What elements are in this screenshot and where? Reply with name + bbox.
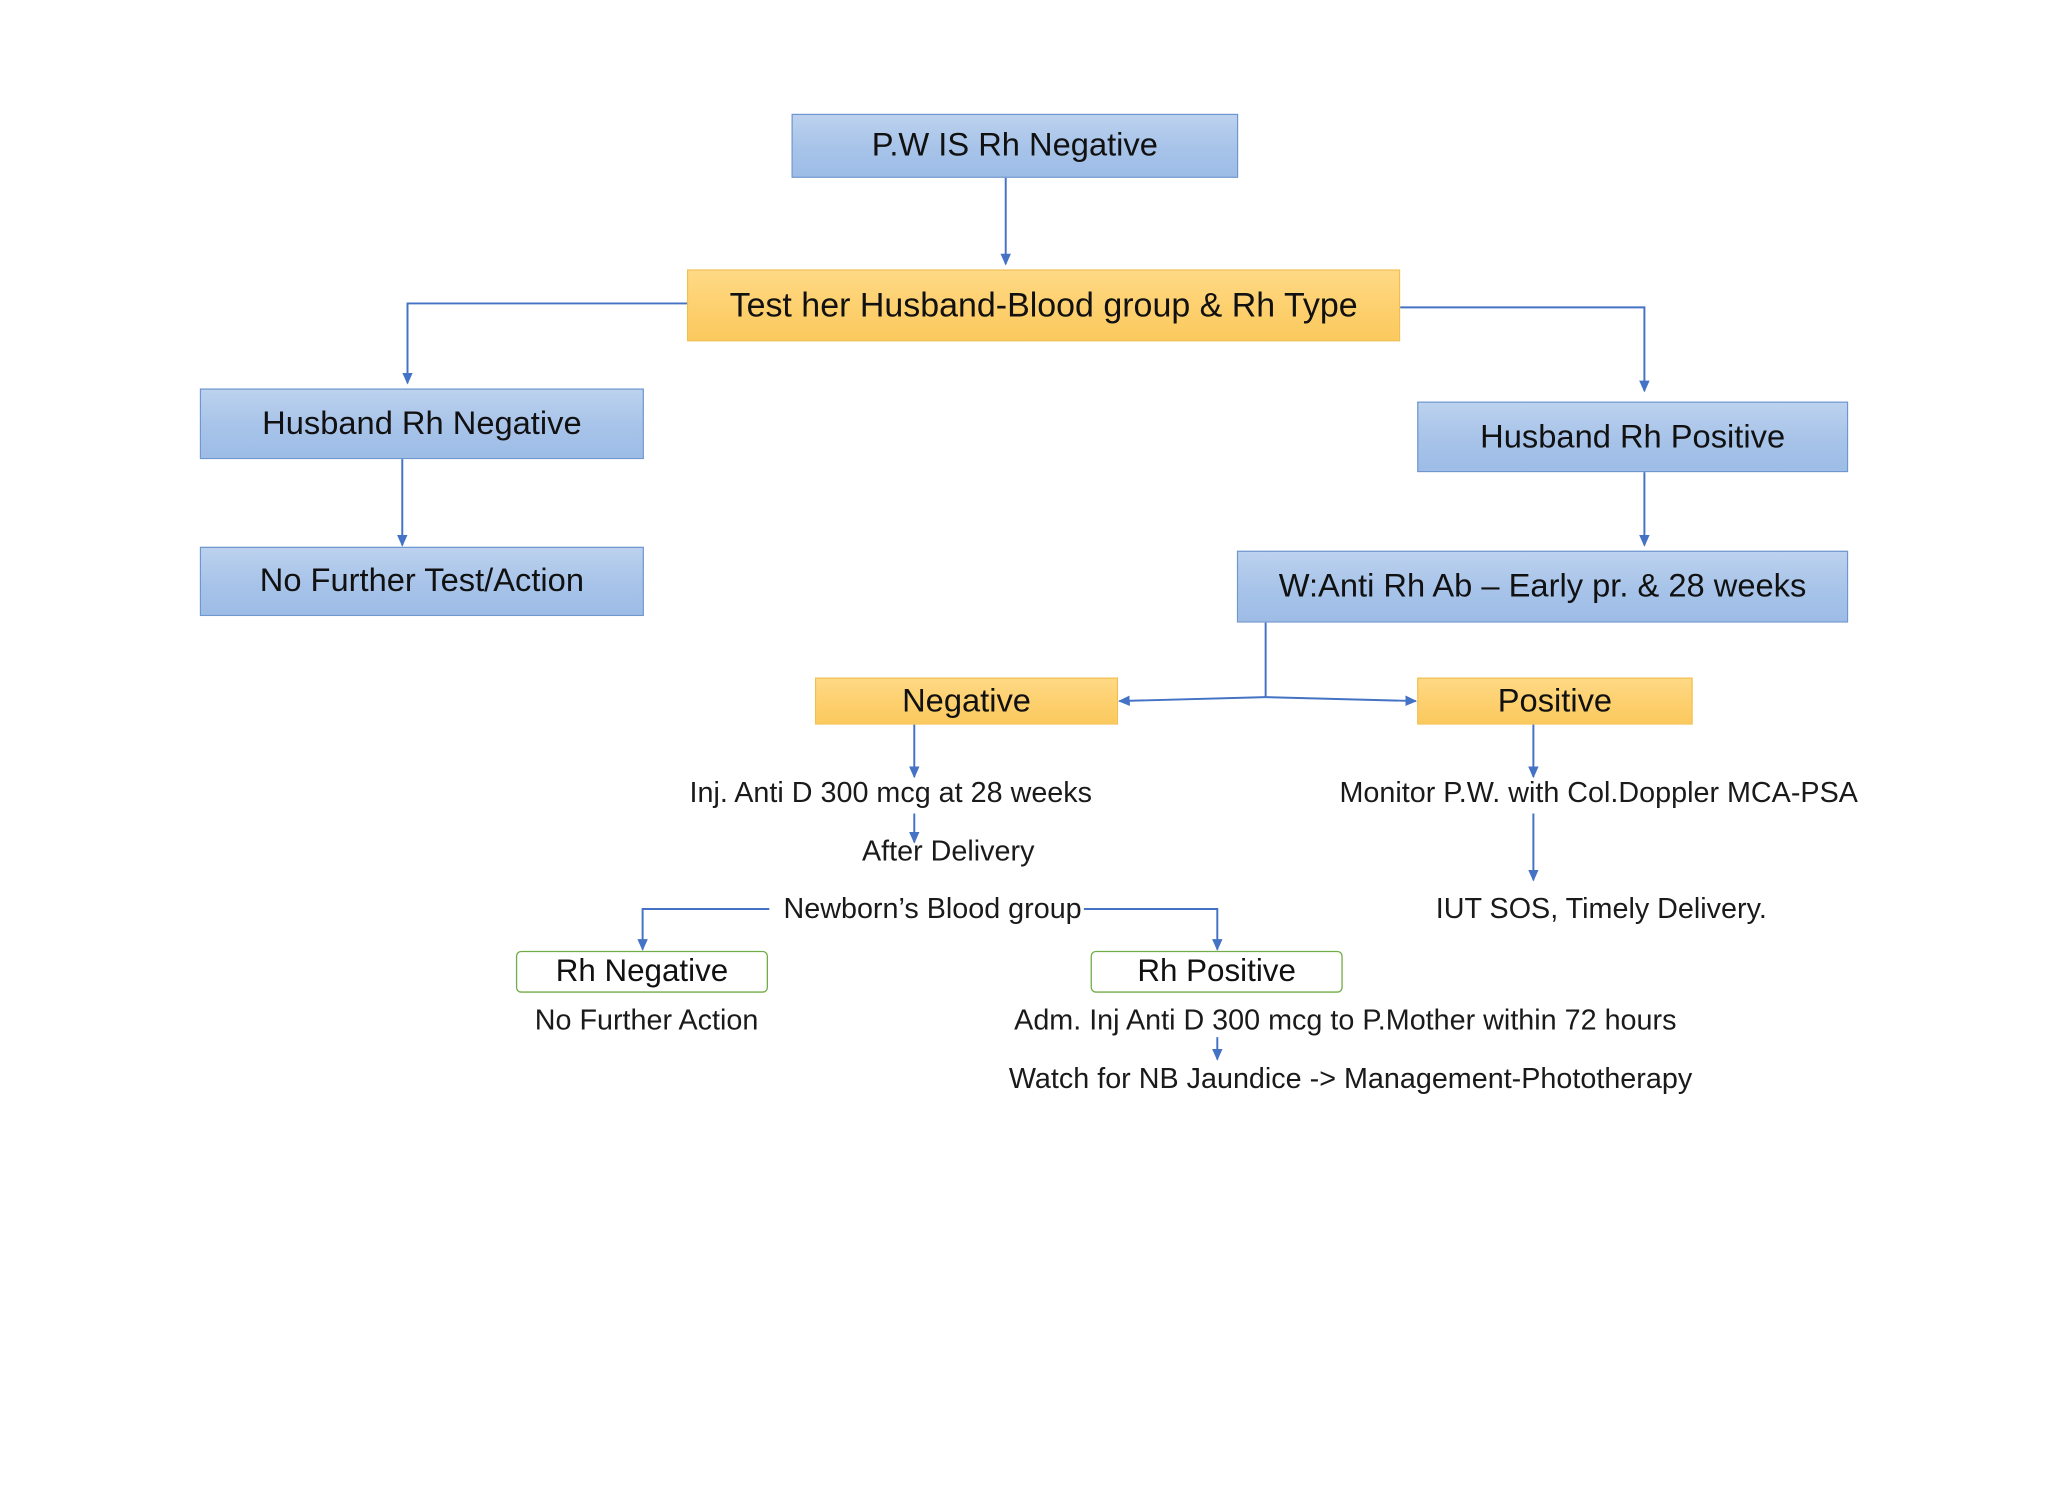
node-husband-rh-positive: Husband Rh Positive (1417, 401, 1849, 473)
node-husband-rh-negative: Husband Rh Negative (199, 388, 644, 460)
text-newborn-blood-group: Newborn’s Blood group (780, 892, 1085, 927)
text-adm-inj: Adm. Inj Anti D 300 mcg to P.Mother with… (1014, 1003, 1677, 1036)
node-rh-negative: Rh Negative (515, 950, 768, 993)
text-inj-anti-d: Inj. Anti D 300 mcg at 28 weeks (689, 775, 1093, 809)
connector-lines (397, 177, 1650, 1061)
node-positive: Positive (1417, 677, 1693, 725)
text-no-further-action: No Further Action (534, 1003, 759, 1036)
text-watch-nb-jaundice: Watch for NB Jaundice -> Management-Phot… (1008, 1062, 1693, 1095)
arrow-test-to-husband-positive (1400, 306, 1650, 393)
arrow-to-positive (1265, 695, 1418, 707)
arrow-newborn-to-rh-positive (1057, 908, 1223, 951)
arrow-newborn-to-rh-negative (637, 908, 770, 951)
node-test-husband: Test her Husband-Blood group & Rh Type (687, 269, 1401, 342)
text-monitor-pw: Monitor P.W. with Col.Doppler MCA-PSA (1339, 775, 1858, 809)
node-rh-positive: Rh Positive (1090, 950, 1343, 993)
arrow-test-to-husband-negative (402, 302, 688, 385)
text-iut-sos: IUT SOS, Timely Delivery. (1435, 892, 1767, 925)
arrow-to-negative (1118, 695, 1266, 707)
node-anti-rh-ab: W:Anti Rh Ab – Early pr. & 28 weeks (1236, 550, 1849, 623)
node-pw-rh-negative: P.W IS Rh Negative (791, 113, 1239, 178)
text-after-delivery: After Delivery (862, 834, 1035, 868)
node-no-further-test: No Further Test/Action (199, 546, 644, 617)
node-negative: Negative (815, 677, 1119, 725)
